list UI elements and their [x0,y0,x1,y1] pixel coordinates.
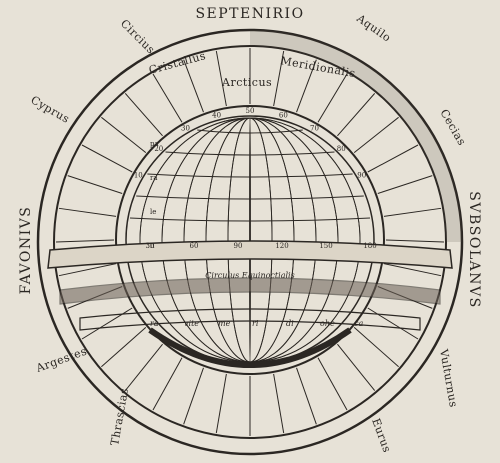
ring-degree-number: 10 [134,172,143,180]
spoke-line [183,367,204,425]
spoke-line [183,59,204,113]
spoke-line [215,373,227,434]
parallel-line [129,217,371,222]
spoke-line [101,327,147,368]
parallel-line [136,195,364,200]
spoke-line [377,175,433,194]
equator-tick-label: 120 [275,242,288,250]
ring-degree-number: 40 [212,111,221,119]
spoke-line [152,357,183,411]
parallel-line [165,151,335,156]
label-favonius: FAVONIVS [18,206,34,295]
horizon-band [47,240,453,331]
spoke-line [124,343,163,391]
spoke-line [124,93,163,137]
spoke-line [367,307,419,340]
spoke-line [273,373,285,434]
ring-degree-number: 90 [357,172,366,180]
globe-side-letters: pa ra le li [150,140,159,250]
ring-degree-number: 70 [310,124,319,132]
spoke-line [273,50,285,107]
label-septentrio: SEPTENIRIO [195,6,304,22]
spoke-line [101,116,147,153]
lower-band-word: ohe [320,319,335,328]
spoke-line [337,93,376,137]
spoke-line [152,73,183,123]
equator-tick-label: 90 [234,242,243,250]
label-subsolanus: SVBSOLANVS [466,191,482,308]
ring-degree-number: 20 [154,145,163,153]
outer-wind-ring [36,28,464,456]
equator-tick-label: 30 [146,242,155,250]
spoke-line [337,343,376,391]
ring-degree-numbers: 10 20 30 40 50 60 70 80 90 [134,107,366,180]
equator-tick-label: 60 [190,242,199,250]
spoke-line [81,307,133,340]
ring-degree-number: 50 [246,107,255,115]
spoke-line [55,239,115,243]
spoke-line [317,73,348,123]
label-equinoctialis: Circulus Equinoctialis [205,271,294,280]
lower-band-word: vite [184,319,199,328]
lower-crescent [148,327,352,368]
spoke-line [67,175,123,194]
spoke-line [81,144,133,173]
parallel-line [197,129,303,134]
globe-side-letter: ra [150,174,158,182]
spoke-line [296,59,317,113]
parallel-line [147,173,353,178]
label-arcticus: Arcticus [221,76,272,89]
spoke-line [58,263,117,277]
lower-band-word: ri [252,319,259,328]
spoke-line [383,207,442,217]
lower-band-words: ra vite me ri di ohe ca [150,319,363,328]
globe-side-letter: le [150,208,156,216]
spoke-line [215,50,227,107]
ring-degree-number: 30 [181,124,190,132]
spoke-line [353,116,399,153]
spoke-line [383,263,442,277]
spoke-line [317,357,348,411]
globe-side-letter: pa [150,140,159,148]
ring-degree-number: 60 [279,111,288,119]
spoke-line [385,239,445,243]
lower-band-word: ra [150,319,159,328]
equator-tick-label: 180 [363,242,376,250]
lower-band-word: me [218,319,231,328]
equator-tick-label: 150 [319,242,332,250]
spoke-line [367,144,419,173]
ring-degree-number: 80 [337,145,346,153]
lower-band-word: di [286,319,294,328]
globe-side-letter: li [150,242,155,250]
lower-band-word: ca [354,319,363,328]
spoke-line [296,367,317,425]
spoke-line [58,207,117,217]
equator-tick-labels: 30 60 90 120 150 180 [146,242,377,250]
spoke-line [353,327,399,368]
